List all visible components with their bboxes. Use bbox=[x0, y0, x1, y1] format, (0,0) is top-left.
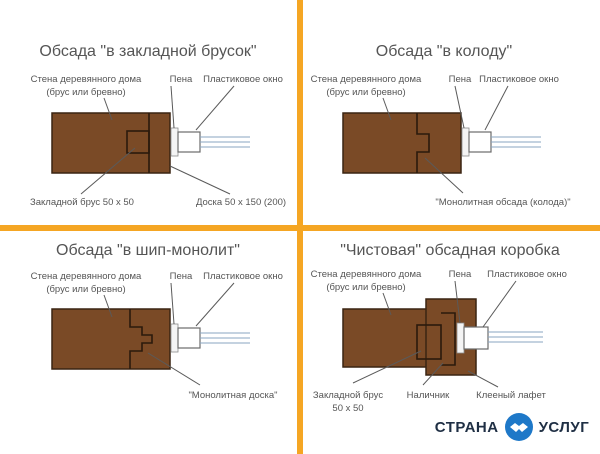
panel-title: "Чистовая" обсадная коробка bbox=[340, 242, 560, 259]
label-window: Пластиковое окно bbox=[479, 74, 559, 85]
leader-wall bbox=[103, 294, 113, 318]
leader-foam bbox=[170, 282, 175, 325]
leader-foam bbox=[170, 85, 175, 129]
foam-fill bbox=[461, 127, 470, 157]
label-window: Пластиковое окно bbox=[487, 269, 567, 280]
window-frame bbox=[177, 327, 201, 349]
panel-title: Обсада "в закладной брусок" bbox=[39, 43, 256, 60]
leader-casing bbox=[424, 157, 464, 194]
label-window: Пластиковое окно bbox=[203, 271, 283, 282]
label-window: Пластиковое окно bbox=[203, 74, 283, 85]
leader-trim bbox=[422, 362, 444, 386]
panel-title: Обсада "в колоду" bbox=[376, 43, 512, 60]
foam-fill bbox=[170, 323, 179, 353]
leader-wall bbox=[103, 97, 113, 121]
wall-beam bbox=[51, 308, 171, 370]
leader-foam bbox=[454, 85, 465, 129]
embedded-bar bbox=[126, 130, 150, 154]
leader-bar bbox=[80, 147, 136, 195]
leader-embedded-bar bbox=[352, 350, 422, 384]
leader-foam bbox=[454, 280, 461, 324]
diagram-ship-monolit: Обсада "в шип-монолит" Стена деревянного… bbox=[31, 242, 283, 401]
foam-fill bbox=[170, 127, 179, 157]
label-trim: Наличник bbox=[407, 390, 450, 401]
leader-glued-frame bbox=[467, 370, 499, 388]
watermark-logo: СТРАНА УСЛУГ bbox=[426, 404, 598, 450]
leader-window bbox=[195, 85, 235, 131]
label-foam: Пена bbox=[170, 74, 193, 85]
leader-window bbox=[482, 280, 517, 328]
panel-title: Обсада "в шип-монолит" bbox=[56, 242, 240, 259]
handshake-icon bbox=[504, 413, 533, 441]
leader-window bbox=[195, 282, 235, 327]
label-monolithic: "Монолитная обсада (колода)" bbox=[435, 197, 570, 208]
label-wall-line1: Стена деревянного дома bbox=[311, 74, 422, 85]
label-monolithic-board: "Монолитная доска" bbox=[188, 390, 277, 401]
label-board: Доска 50 х 150 (200) bbox=[196, 197, 286, 208]
label-embedded-bar: Закладной брус 50 х 50 bbox=[30, 197, 134, 208]
diagram-v-kolodu: Обсада "в колоду" Стена деревянного дома… bbox=[311, 43, 571, 208]
panel-ship-monolit: Обсада "в шип-монолит" Стена деревянного… bbox=[0, 231, 297, 454]
label-foam: Пена bbox=[170, 271, 193, 282]
wall-beam bbox=[51, 112, 171, 174]
leader-monolithic-board bbox=[147, 352, 201, 386]
leader-board bbox=[169, 165, 231, 195]
diagram-zakladnoy-brusok: Обсада "в закладной брусок" Стена деревя… bbox=[30, 43, 286, 208]
leader-window bbox=[484, 85, 509, 131]
label-wall-line1: Стена деревянного дома bbox=[311, 269, 422, 280]
label-wall-line1: Стена деревянного дома bbox=[31, 74, 142, 85]
label-embedded-bar-line1: Закладной брус bbox=[313, 390, 383, 401]
label-wall-line2: (брус или бревно) bbox=[326, 87, 405, 98]
panel-zakladnoy-brusok: Обсада "в закладной брусок" Стена деревя… bbox=[0, 0, 297, 225]
embedded-bar bbox=[416, 324, 442, 360]
label-foam: Пена bbox=[449, 269, 472, 280]
label-embedded-bar-line2: 50 х 50 bbox=[332, 403, 363, 414]
window-frame bbox=[177, 131, 201, 153]
panel-v-kolodu: Обсада "в колоду" Стена деревянного дома… bbox=[303, 0, 600, 225]
watermark-text-right: УСЛУГ bbox=[538, 418, 590, 436]
wall-beam bbox=[342, 112, 462, 174]
label-glued-frame: Клееный лафет bbox=[476, 390, 546, 401]
trim-casing bbox=[441, 312, 456, 366]
diagram-chistovaya-korobka: "Чистовая" обсадная коробка Стена деревя… bbox=[311, 242, 567, 414]
monolithic-casing bbox=[416, 113, 430, 173]
label-wall-line1: Стена деревянного дома bbox=[31, 271, 142, 282]
label-wall-line2: (брус или бревно) bbox=[326, 282, 405, 293]
label-wall-line2: (брус или бревно) bbox=[46, 284, 125, 295]
leader-wall bbox=[382, 292, 392, 316]
watermark-text-left: СТРАНА bbox=[434, 418, 499, 436]
tenon-board bbox=[129, 309, 153, 369]
window-frame bbox=[468, 131, 492, 153]
foam-fill bbox=[456, 322, 465, 354]
panel-chistovaya-korobka: "Чистовая" обсадная коробка Стена деревя… bbox=[303, 231, 600, 454]
leader-wall bbox=[382, 97, 392, 121]
label-foam: Пена bbox=[449, 74, 472, 85]
label-wall-line2: (брус или бревно) bbox=[46, 87, 125, 98]
horizontal-divider bbox=[0, 225, 600, 231]
window-frame bbox=[463, 326, 489, 350]
